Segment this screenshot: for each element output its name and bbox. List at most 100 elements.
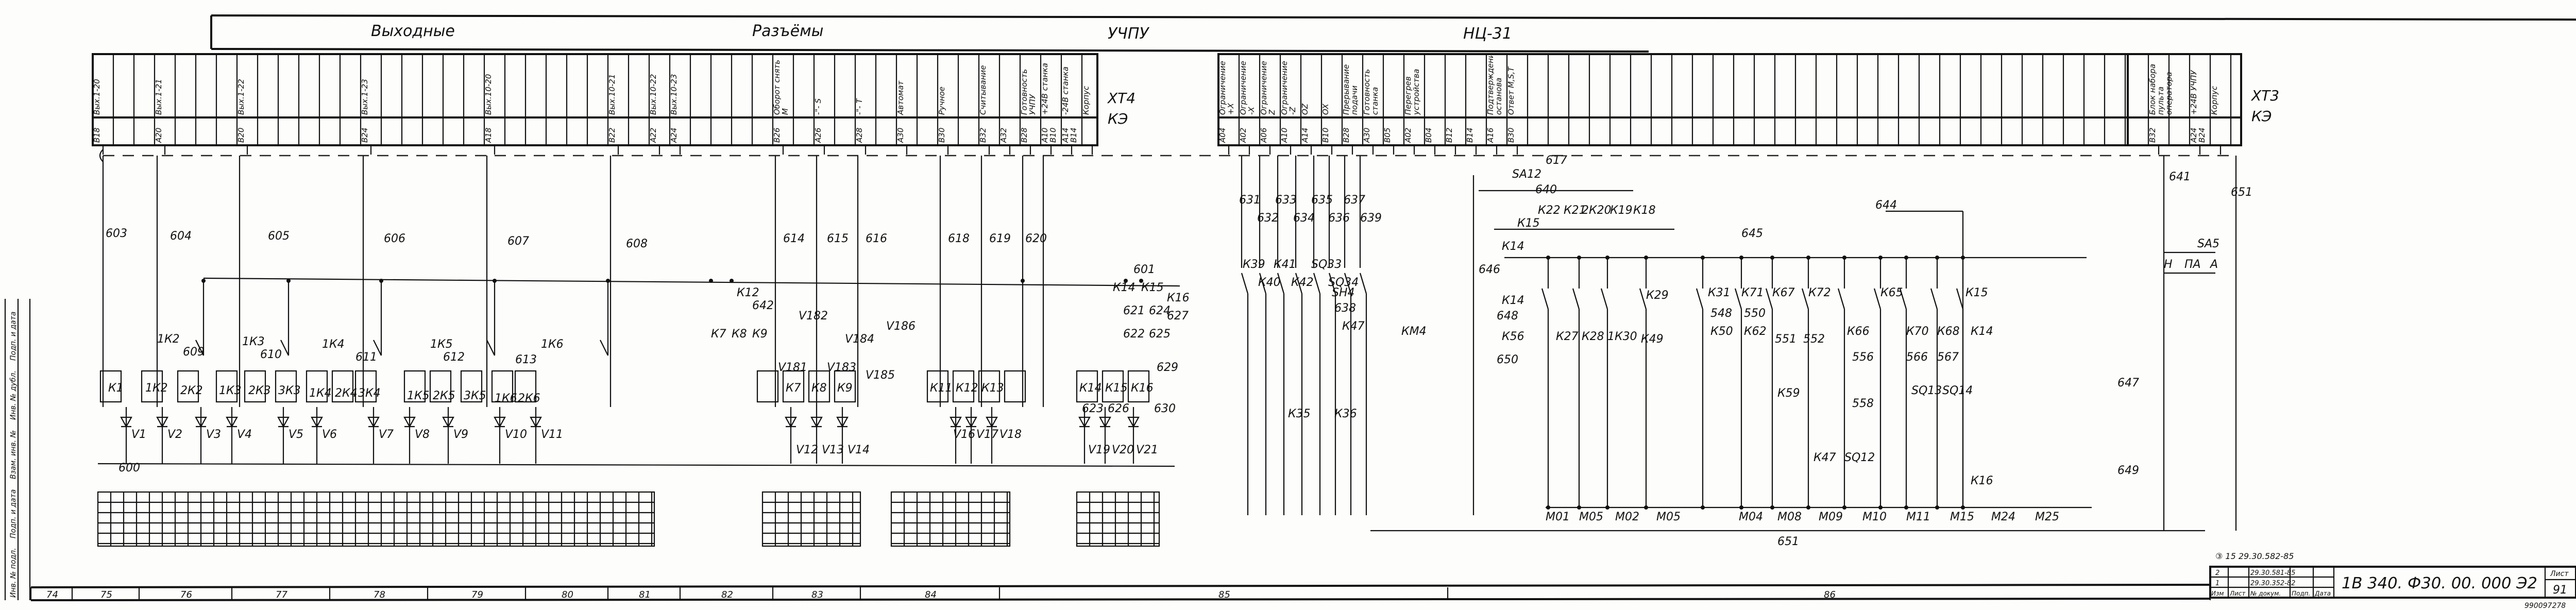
wire-number: 636 bbox=[1328, 212, 1350, 225]
connector-pin-label-cell: В04 bbox=[1425, 128, 1433, 143]
connector-pin-label-cell: В10 bbox=[1321, 128, 1330, 143]
component-label: К47 bbox=[1342, 320, 1365, 333]
component-label: К28 bbox=[1582, 330, 1604, 343]
wire-number: 640 bbox=[1535, 183, 1557, 196]
wire-number: 558 bbox=[1852, 397, 1874, 410]
connector-pin-label: В32 bbox=[979, 127, 988, 143]
connector-pin-label: В22 bbox=[608, 127, 617, 143]
connector-pin-label: В12 bbox=[1445, 127, 1454, 143]
component-label: 1К4 bbox=[309, 387, 332, 400]
connector-pin-label-cell: А14 В14 bbox=[1061, 128, 1078, 143]
connector-signal-label: +24В УЧПУ bbox=[2190, 70, 2198, 115]
relay-coil bbox=[756, 370, 779, 403]
wire-number: 647 bbox=[2117, 377, 2139, 389]
connector-signal-label bbox=[1383, 56, 1404, 116]
header-bottom-border bbox=[211, 48, 1649, 53]
connector-pin-label-cell: А24 В24 bbox=[2190, 128, 2207, 143]
component-label: 2К4 bbox=[335, 387, 358, 400]
relay-coil bbox=[403, 370, 426, 403]
relay-coil bbox=[429, 370, 452, 403]
connector_xt3-table bbox=[2127, 53, 2242, 146]
component-label: К47 bbox=[1814, 451, 1836, 464]
component-label: 2К2 bbox=[180, 384, 203, 397]
contact-blade bbox=[1313, 273, 1321, 294]
connector-pin-label-cell: А14 bbox=[1301, 128, 1310, 143]
junction-dot bbox=[730, 279, 734, 283]
component-label: К14 bbox=[1113, 281, 1136, 294]
connector-signal-label: Перегрев устройства bbox=[1404, 69, 1421, 115]
connector-signal-label: Корпус bbox=[1082, 86, 1091, 115]
connector-signal-label: Вых.1-22 bbox=[237, 79, 246, 115]
component-label: 3К5 bbox=[464, 389, 486, 402]
wire-number: 626 bbox=[1108, 402, 1129, 415]
connector-pin-label-cell: В30 bbox=[1507, 128, 1516, 143]
component-label: К14 bbox=[1502, 240, 1524, 253]
component-label: 1К5 bbox=[407, 389, 430, 402]
connector-xt4-name: ХТ4 bbox=[1107, 90, 1136, 107]
motor-contact-label: М25 bbox=[2035, 511, 2059, 523]
connector-signal-label: Готовность УЧПУ bbox=[1020, 69, 1037, 115]
connector-pin-label-cell: А16 bbox=[1486, 127, 1495, 143]
connector-pin-label: В28 bbox=[1342, 127, 1351, 143]
component-label: V2 bbox=[167, 428, 182, 441]
wire-number: 650 bbox=[1497, 353, 1518, 366]
connector-pin-label-cell: А10 bbox=[1280, 128, 1289, 143]
connector-pin-label-cell: В30 bbox=[938, 127, 946, 143]
component-label: V17 bbox=[976, 428, 998, 441]
connector-signal-label: -24В станка bbox=[1061, 66, 1070, 115]
connector-signal-label-cell: -"- S bbox=[814, 98, 823, 115]
component-label: К15 bbox=[1105, 382, 1128, 395]
connector-signal-label: Оборот снять М bbox=[773, 59, 790, 115]
connector-pin-label bbox=[1082, 118, 1103, 144]
contact-blade bbox=[1277, 273, 1285, 294]
junction-dot bbox=[1739, 505, 1743, 510]
component-label: V21 bbox=[1136, 444, 1158, 456]
connector-signal-label: Вых.10-20 bbox=[484, 74, 493, 115]
component-label: К67 bbox=[1772, 286, 1795, 299]
wire-number: 616 bbox=[866, 232, 887, 245]
zone-number: 77 bbox=[276, 589, 287, 600]
component-label: К56 bbox=[1502, 330, 1524, 343]
connector-pin-label-cell: А02 bbox=[1404, 128, 1413, 143]
component-label: К72 bbox=[1808, 286, 1831, 299]
connector-pin-label: В30 bbox=[938, 127, 946, 143]
wire-number: 612 bbox=[443, 351, 465, 364]
connector-pin-label: А28 bbox=[855, 127, 864, 143]
inventory-number: 990097278 bbox=[2524, 602, 2566, 610]
title-header: № докум. bbox=[2250, 590, 2281, 597]
rev-doc: 29.30.581-85 bbox=[2250, 569, 2295, 577]
contact-blade bbox=[1328, 273, 1336, 294]
component-label: V11 bbox=[541, 428, 563, 441]
connector-pin-label: А32 bbox=[999, 127, 1008, 143]
connector-pin-label: В18 bbox=[93, 127, 101, 143]
component-label: К16 bbox=[1167, 292, 1190, 304]
connector-pin-label-cell: В32 bbox=[2148, 128, 2157, 143]
connector-pin-label: А16 bbox=[1486, 127, 1495, 143]
component-label: 1К2 bbox=[145, 382, 168, 395]
component-label: V20 bbox=[1112, 444, 1134, 456]
motor-contact-label: М09 bbox=[1819, 511, 1843, 523]
wire-number: 607 bbox=[507, 235, 529, 248]
component-label: V184 bbox=[845, 333, 874, 346]
component-label: 1К2 bbox=[157, 333, 180, 346]
component-label: 1К3 bbox=[219, 384, 242, 397]
connector-pin-label-cell: А06 bbox=[1260, 128, 1268, 143]
wire-number: 651 bbox=[2231, 186, 2252, 199]
component-label: SQ14 bbox=[1942, 384, 1973, 397]
rev-izm: 2 bbox=[2215, 569, 2219, 577]
connector-signal-label-cell: Ограничение +X bbox=[1218, 61, 1235, 115]
contact-blade bbox=[1873, 288, 1882, 310]
relay-coil bbox=[782, 370, 805, 403]
connector-pin-label-cell: А20 bbox=[155, 128, 163, 143]
connector-signal-label: Считывание bbox=[979, 65, 988, 115]
zone-number: 78 bbox=[374, 589, 385, 600]
component-label: К68 bbox=[1937, 325, 1960, 338]
zone-number: 86 bbox=[1824, 589, 1836, 600]
component-label: V19 bbox=[1088, 444, 1110, 456]
connector-signal-label bbox=[1445, 56, 1466, 116]
component-label: 1К30 bbox=[1607, 330, 1637, 343]
wire-number: 631 bbox=[1239, 194, 1261, 207]
component-label: V10 bbox=[505, 428, 527, 441]
header-title-connectors: Разъёмы bbox=[752, 22, 823, 40]
component-label: К71 bbox=[1741, 286, 1764, 299]
